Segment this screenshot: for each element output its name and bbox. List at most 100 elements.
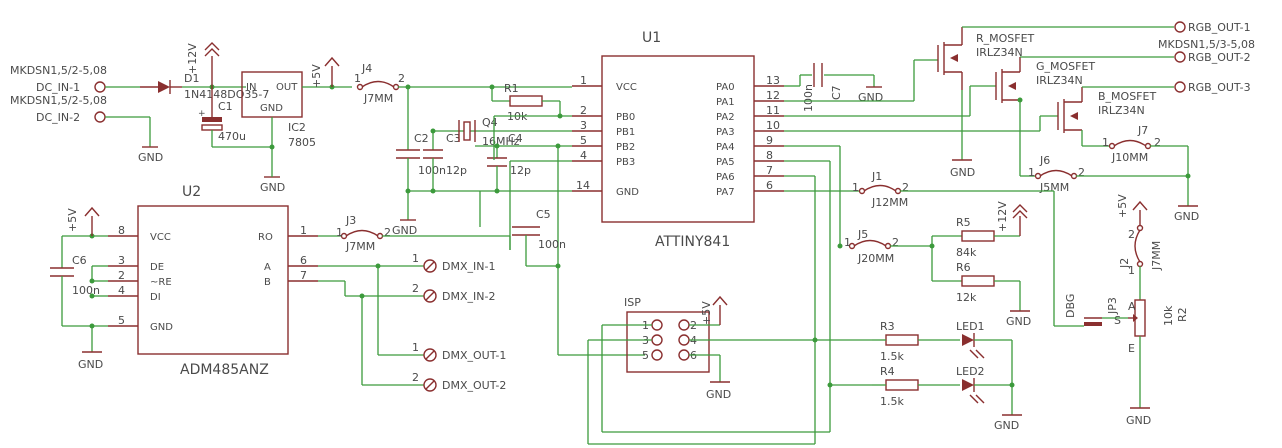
svg-text:DE: DE <box>150 262 164 273</box>
svg-text:1: 1 <box>336 226 343 239</box>
plus5-label-u2: +5V <box>66 208 79 232</box>
dc-input-section: MKDSN1,5/2-5,08 DC_IN-1 MKDSN1,5/2-5,08 … <box>10 42 352 194</box>
j7-name: J7 <box>1137 124 1148 137</box>
j7-value: J10MM <box>1111 151 1148 164</box>
svg-text:2: 2 <box>384 226 391 239</box>
j1-section: J1 J12MM 1 2 <box>784 170 1084 327</box>
svg-text:2: 2 <box>1154 136 1161 149</box>
svg-text:IN: IN <box>246 82 256 93</box>
gnd-label-c7: GND <box>858 91 883 104</box>
gnd-label-r2: GND <box>1126 414 1151 427</box>
svg-text:11: 11 <box>766 104 780 117</box>
c7-name: C7 <box>830 85 843 100</box>
plus5-label-j2: +5V <box>1116 194 1129 218</box>
j1-name: J1 <box>871 170 882 183</box>
c4-value: 12p <box>510 164 531 177</box>
svg-text:PA1: PA1 <box>716 97 735 108</box>
svg-text:PA5: PA5 <box>716 157 735 168</box>
pot-section: +5V J2 J7MM 2 1 A E S 10k R2 GND DBG JP3 <box>1064 194 1189 427</box>
gnd-label-u2: GND <box>78 358 103 371</box>
svg-text:PA2: PA2 <box>716 112 735 123</box>
gnd-label-rmos: GND <box>950 166 975 179</box>
mosfets: R_MOSFET IRLZ34N GND G_MOSFET IRLZ34N B_… <box>784 26 1199 223</box>
q4-name: Q4 <box>482 116 498 129</box>
svg-text:2: 2 <box>892 236 899 249</box>
svg-text:PA7: PA7 <box>716 187 735 198</box>
svg-text:GND: GND <box>260 103 283 114</box>
r3-value: 1.5k <box>880 350 904 363</box>
r3-resistor <box>885 334 919 346</box>
b-mosfet-name: B_MOSFET <box>1098 90 1156 103</box>
svg-text:2: 2 <box>1078 166 1085 179</box>
dmx-in-1-label: DMX_IN-1 <box>442 260 495 273</box>
j2-name: J2 <box>1118 258 1131 269</box>
svg-text:5: 5 <box>580 134 587 147</box>
r4-value: 1.5k <box>880 395 904 408</box>
svg-text:1: 1 <box>852 181 859 194</box>
r5-value: 84k <box>956 246 977 259</box>
r6-resistor <box>961 275 995 287</box>
svg-text:A: A <box>264 262 271 273</box>
dc-in-1-label: DC_IN-1 <box>36 81 80 94</box>
svg-text:14: 14 <box>576 179 590 192</box>
r4-name: R4 <box>880 365 895 378</box>
svg-text:1: 1 <box>354 72 361 85</box>
svg-text:VCC: VCC <box>150 232 171 243</box>
svg-text:E: E <box>1128 342 1135 355</box>
led2-diode <box>962 379 974 391</box>
led2-name: LED2 <box>956 365 985 378</box>
dmx-in-2-label: DMX_IN-2 <box>442 290 495 303</box>
j4-jumper: J4 J7MM 1 2 <box>354 62 572 105</box>
svg-text:PB2: PB2 <box>616 142 635 153</box>
dc-part-label: MKDSN1,5/2-5,08 <box>10 64 107 77</box>
j5-value: J20MM <box>857 252 894 265</box>
b-mosfet-value: IRLZ34N <box>1098 104 1145 117</box>
c5-value: 100n <box>538 238 566 251</box>
rgb-out-2-label: RGB_OUT-2 <box>1188 51 1251 64</box>
svg-text:2: 2 <box>412 282 419 295</box>
gnd-label-c2: GND <box>392 224 417 237</box>
d1-name: D1 <box>184 72 199 85</box>
r5-resistor <box>961 230 995 242</box>
svg-text:A: A <box>1128 300 1136 313</box>
c6-name: C6 <box>72 254 87 267</box>
led1-diode <box>962 334 974 346</box>
jp3-solder-jumper <box>1084 322 1102 326</box>
svg-text:PB0: PB0 <box>616 112 635 123</box>
led1-name: LED1 <box>956 320 985 333</box>
svg-text:7: 7 <box>300 269 307 282</box>
svg-text:PA0: PA0 <box>716 82 735 93</box>
j1-value: J12MM <box>871 196 908 209</box>
svg-text:OUT: OUT <box>276 82 298 93</box>
svg-text:PB1: PB1 <box>616 127 635 138</box>
g-mosfet-name: G_MOSFET <box>1036 60 1095 73</box>
rgb-part-label: MKDSN1,5/3-5,08 <box>1158 38 1255 51</box>
plus12-label-2: +12V <box>996 201 1009 232</box>
svg-text:PA4: PA4 <box>716 142 735 153</box>
rgb-out-3-terminal <box>1174 81 1186 93</box>
svg-text:4: 4 <box>118 284 125 297</box>
r-mosfet-name: R_MOSFET <box>976 32 1035 45</box>
svg-text:2: 2 <box>118 269 125 282</box>
j6-name: J6 <box>1039 154 1050 167</box>
r-mosfet-value: IRLZ34N <box>976 46 1023 59</box>
svg-text:5: 5 <box>118 314 125 327</box>
r1-resistor <box>509 95 543 107</box>
c2-value: 100n <box>418 164 446 177</box>
svg-text:2: 2 <box>580 104 587 117</box>
c6-value: 100n <box>72 284 100 297</box>
svg-text:8: 8 <box>766 149 773 162</box>
u1-value: ATTINY841 <box>655 234 730 250</box>
svg-text:3: 3 <box>118 254 125 267</box>
svg-text:VCC: VCC <box>616 82 637 93</box>
c4-name: C4 <box>508 132 523 145</box>
j4-value: J7MM <box>363 92 393 105</box>
svg-text:1: 1 <box>412 341 419 354</box>
u2-adm485: U2 ADM485ANZ 8 3 2 4 5 VCC DE ~RE DI GND… <box>108 184 318 378</box>
r4-resistor <box>885 379 919 391</box>
gnd-label-dc: GND <box>138 151 163 164</box>
svg-text:PA6: PA6 <box>716 172 735 183</box>
gnd-label-r6: GND <box>1006 315 1031 328</box>
r3-name: R3 <box>880 320 895 333</box>
